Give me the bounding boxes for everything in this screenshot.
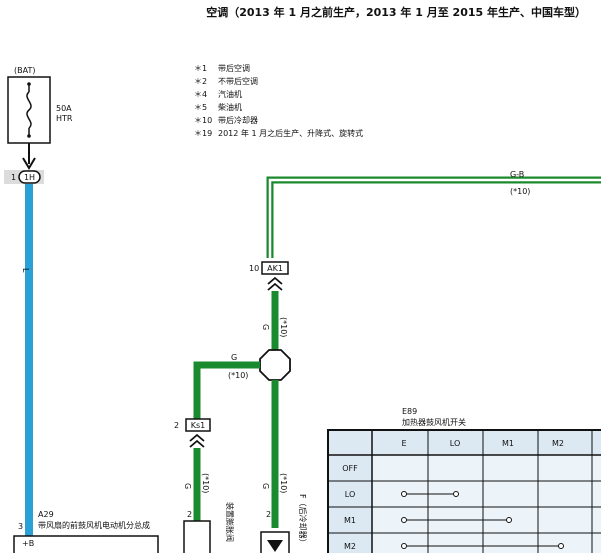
switch-name: 加热器鼓风机开关 [402,417,466,427]
continuity-node [506,517,512,523]
continuity-node [401,517,407,523]
wire-label-g-lower: G [261,483,270,489]
table-col-header: LO [450,439,460,448]
connector-name: 1H [24,173,35,182]
arrow-down-icon [22,157,36,170]
note-mark: ＊10 [194,116,212,125]
wire-label-g: G [261,324,270,330]
wire-g-branch [193,361,260,420]
component-terminal: +B [22,539,34,548]
double-chevron-up-icon [267,276,283,291]
wire-note-g-branch: (*10) [228,371,248,380]
continuity-node [401,543,407,549]
fuse-name: HTR [56,114,73,123]
fuse-icon [26,91,32,129]
triangle-down-icon [267,540,283,552]
wire-g-b-inner [268,178,601,258]
note-text: 汽油机 [218,89,242,99]
fuse-rating: 50A [56,104,72,113]
component-code: A29 [38,510,54,519]
component-pin: 3 [18,522,23,531]
wire-label-l: L [21,268,30,273]
connector-1h [18,170,41,184]
wire-g-b-outer [266,176,601,258]
table-body-bg [372,455,601,553]
connector-name: AK1 [267,264,283,273]
switch-code: E89 [402,407,417,416]
connector-ks1 [185,418,211,432]
table-rowhead-bg [328,455,372,553]
component-pin: 2 [187,510,192,519]
switch-table: E LO M1 M2 OFF LO M1 M2 [327,429,601,553]
table-col-header: M1 [502,439,514,448]
wire-label-g-ks: G [183,483,192,489]
component-pin: 2 [266,510,271,519]
table-row-header: M2 [344,542,356,551]
notes-list: ＊1 带后空调 ＊2 不带后空调 ＊4 汽油机 ＊5 柴油机 ＊10 带后冷却器… [194,63,363,138]
note-mark: ＊19 [194,129,212,138]
note-text: 2012 年 1 月之后生产、升降式、旋转式 [218,128,363,138]
note-mark: ＊4 [194,90,207,99]
rear-cooler-label: F（后冷却器） [298,494,308,547]
wire-note-g: (*10) [279,317,288,337]
continuity-node [401,491,407,497]
note-text: 柴油机 [218,102,242,112]
connector-name: Ks1 [191,421,206,430]
table-row-header: LO [345,490,355,499]
table-row-header: M1 [344,516,356,525]
wire-label-g-branch: G [231,353,237,362]
table-row-header: OFF [342,464,358,473]
table-frame [327,429,601,553]
wire-note-g-lower: (*10) [279,473,288,493]
splice-point [259,349,291,381]
wire-label-g-b: G-B [510,170,524,179]
component-a29-box [13,535,159,553]
fuse-terminal [27,82,31,86]
note-text: 带后冷却器 [218,115,258,125]
note-mark: ＊1 [194,64,207,73]
continuity-node [558,543,564,549]
connector-pin: 2 [174,421,179,430]
component-name: 带风扇的前鼓风机电动机分总成 [38,520,150,530]
continuity-node [453,491,459,497]
table-header-bg [328,430,601,455]
wire-note-g-ks: (*10) [201,473,210,493]
note-mark: ＊2 [194,77,207,86]
expansion-valve-box [183,520,211,553]
fuse-terminal [27,134,31,138]
connector-ak1 [261,261,289,275]
table-col-header: E [401,439,406,448]
table-col-header: M2 [552,439,564,448]
note-text: 带后空调 [218,63,250,73]
connector-pin: 1 [11,173,16,182]
bat-label: (BAT) [14,66,35,75]
double-chevron-up-icon [189,433,205,448]
note-mark: ＊5 [194,103,207,112]
wire-note-g-b: (*10) [510,187,530,196]
page-title: 空调（2013 年 1 月之前生产，2013 年 1 月至 2015 年生产、中… [206,5,586,19]
note-text: 不带后空调 [218,76,258,86]
expansion-valve-label: 装置膨胀阀 [225,502,235,542]
connector-pin: 10 [249,264,259,273]
